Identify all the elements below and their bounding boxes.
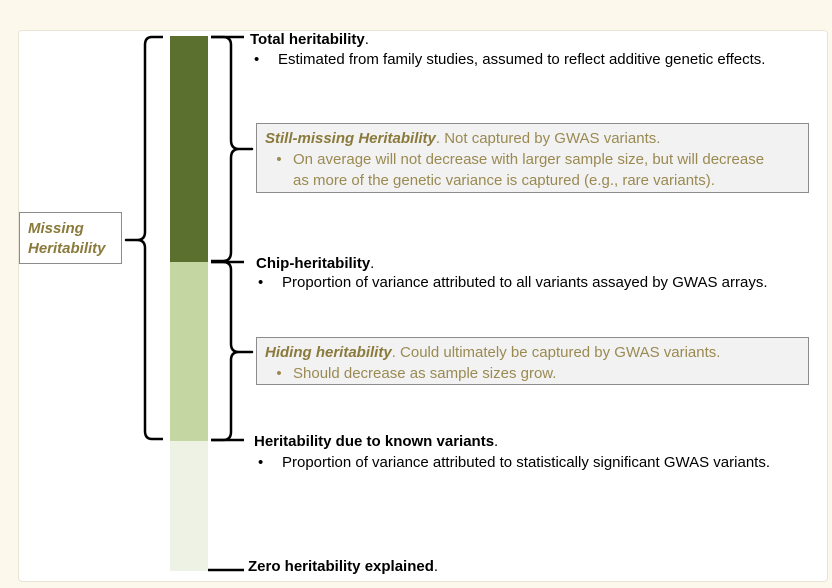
bullet-dot: • [258,274,264,291]
hiding-title: Hiding heritability [265,344,392,361]
known-variants-bullet: • Proportion of variance attributed to st… [258,454,770,471]
hiding-title-row: Hiding heritability. Could ultimately be… [265,342,808,363]
missing-heritability-label: Missing Heritability [19,212,122,264]
chip-heading-text: Chip-heritability [256,255,371,272]
chip-bullet-text: Proportion of variance attributed to all… [282,274,768,291]
bullet-dot: • [254,51,260,68]
total-heading-period: . [364,31,369,48]
chip-heading-period: . [370,255,375,272]
missing-heritability-line2: Heritability [28,240,106,257]
still-missing-bullet-text: On average will not decrease with larger… [293,149,764,191]
hiding-heritability-callout: Hiding heritability. Could ultimately be… [256,337,809,385]
total-heritability-heading: Total heritability. [250,31,369,48]
total-heritability-bullet: • Estimated from family studies, assumed … [254,51,765,68]
hiding-brace [211,260,254,442]
bullet-dot: • [276,365,282,382]
chip-heritability-heading: Chip-heritability. [256,255,374,272]
missing-heritability-brace [124,35,163,441]
hiding-rest: . Could ultimately be captured by GWAS v… [391,344,721,361]
known-variants-bar-segment [170,441,208,571]
total-heading-text: Total heritability [250,31,365,48]
still-missing-line2: as more of the genetic variance is captu… [293,172,715,189]
zero-heritability-heading: Zero heritability explained. [248,558,438,575]
hiding-line1: Should decrease as sample sizes grow. [293,365,557,382]
total-bullet-text: Estimated from family studies, assumed t… [278,51,766,68]
known-heading-text: Heritability due to known variants [254,433,495,450]
still-missing-line1: On average will not decrease with larger… [293,151,765,168]
still-missing-title-row: Still-missing Heritability. Not captured… [265,128,808,149]
still-missing-brace [211,35,254,263]
known-variants-heading: Heritability due to known variants. [254,433,498,450]
chip-heritability-bullet: • Proportion of variance attributed to al… [258,274,768,291]
known-heading-period: . [494,433,499,450]
zero-heading-period: . [433,558,439,575]
bullet-dot: • [276,151,282,168]
known-bullet-text: Proportion of variance attributed to sta… [282,454,770,471]
still-missing-bullet: • On average will not decrease with larg… [265,149,808,191]
bullet-dot: • [258,454,264,471]
zero-heading-text: Zero heritability explained [248,558,434,575]
figure-card [18,30,828,582]
total-heritability-bar-segment [170,36,208,262]
hiding-bullet: • Should decrease as sample sizes grow. [265,363,808,384]
missing-heritability-line1: Missing [28,220,84,237]
still-missing-rest: . Not captured by GWAS variants. [435,130,661,147]
chip-heritability-bar-segment [170,262,208,441]
still-missing-title: Still-missing Heritability [265,130,436,147]
still-missing-callout: Still-missing Heritability. Not captured… [256,123,809,193]
